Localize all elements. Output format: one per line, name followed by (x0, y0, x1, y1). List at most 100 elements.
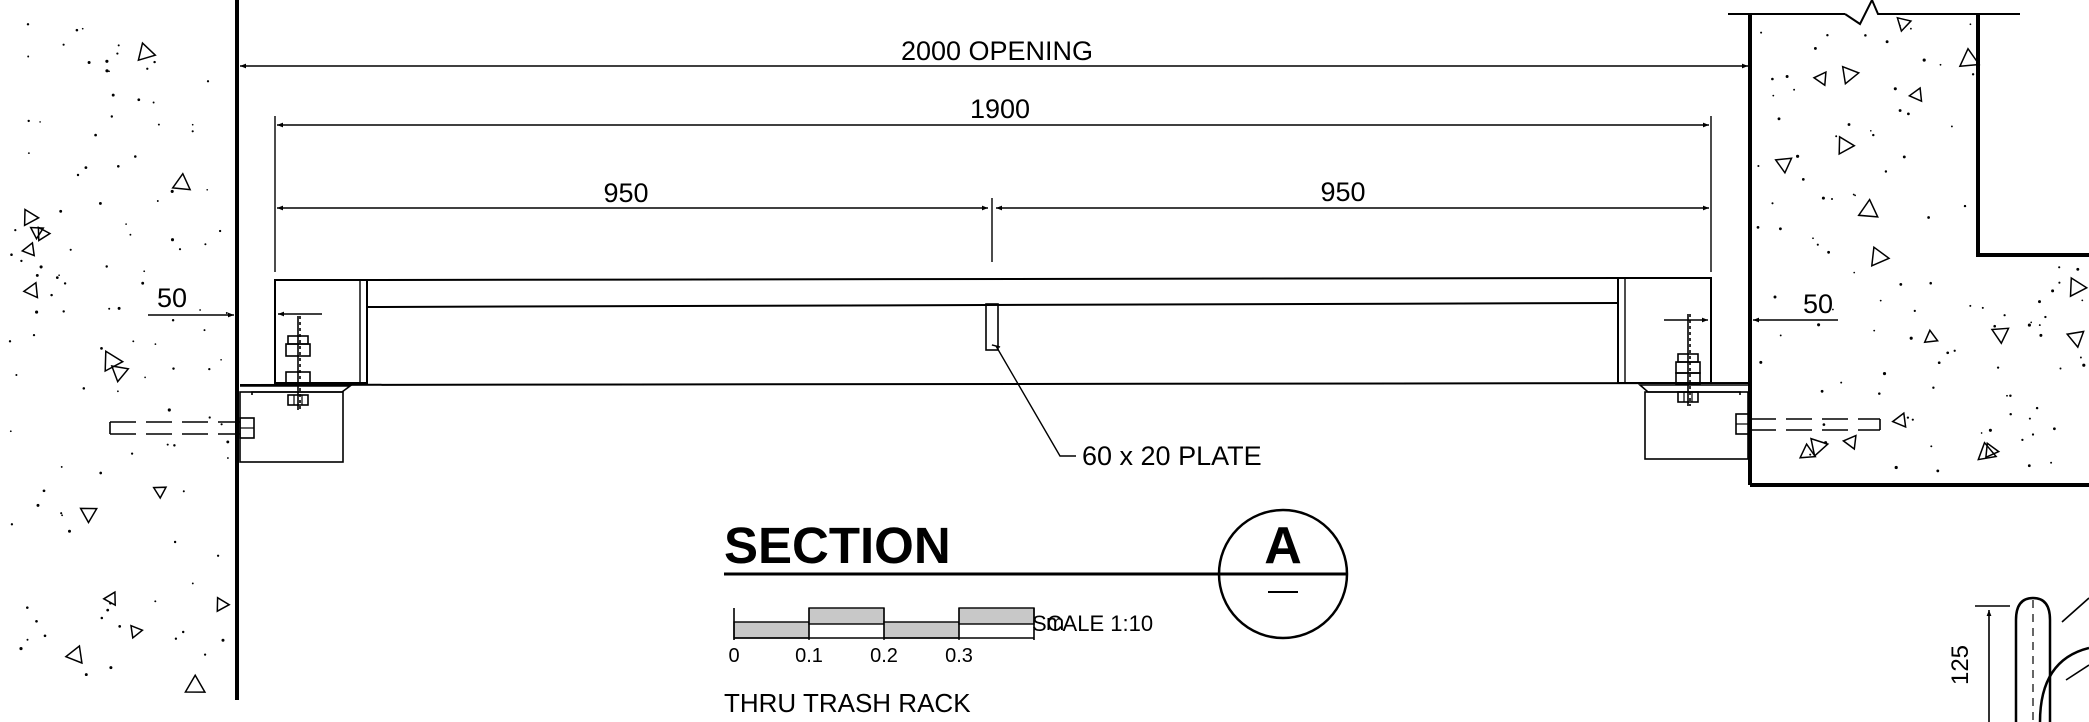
scale-bar-unit: m (1046, 610, 1064, 635)
scale-label: SCALE 1:10 (1032, 611, 1153, 636)
concrete-dot (1993, 324, 1997, 328)
concrete-dot (1777, 117, 1781, 121)
concrete-dot (19, 647, 23, 651)
concrete-dot (129, 233, 132, 236)
concrete-dot (1835, 135, 1838, 138)
concrete-dot (1816, 243, 1819, 246)
concrete-dot (39, 121, 41, 123)
concrete-dot (206, 80, 210, 83)
concrete-aggregate (1812, 70, 1827, 87)
concrete-aggregate (104, 349, 125, 373)
concrete-aggregate (1985, 441, 2001, 459)
dimension-right-gap: 50 (1664, 289, 1838, 323)
concrete-dot (1826, 34, 1829, 37)
concrete-dot (173, 444, 176, 447)
concrete-dot (118, 625, 122, 628)
concrete-dot (178, 248, 182, 251)
concrete-aggregate (1774, 157, 1793, 175)
concrete-dot (2028, 417, 2031, 420)
concrete-dot (105, 59, 109, 63)
concrete-dot (1840, 381, 1843, 384)
concrete-dot (105, 265, 108, 268)
concrete-dot (203, 329, 206, 332)
concrete-dot (69, 248, 72, 251)
dimension-right-half-label: 950 (1320, 177, 1365, 207)
concrete-dot (98, 201, 102, 205)
concrete-dot (106, 608, 110, 612)
concrete-aggregate (102, 590, 116, 607)
concrete-dot (208, 367, 211, 371)
concrete-aggregate (64, 644, 83, 665)
concrete-dot (1870, 130, 1872, 132)
concrete-dot (117, 390, 119, 393)
concrete-dot (1757, 164, 1760, 168)
concrete-aggregate (184, 673, 207, 693)
section-title: SECTION (724, 517, 951, 574)
concrete-dot (111, 93, 115, 97)
concrete-aggregate (20, 241, 36, 257)
concrete-dot (68, 529, 71, 533)
concrete-aggregate (216, 596, 231, 613)
concrete-dot (199, 309, 201, 311)
concrete-dot (116, 52, 119, 55)
concrete-dot (1969, 23, 1972, 26)
concrete-dot (166, 443, 169, 446)
concrete-dot (1827, 250, 1831, 254)
concrete-aggregate (152, 486, 168, 500)
concrete-dot (130, 452, 134, 455)
concrete-dot (110, 115, 113, 118)
concrete-aggregate (130, 624, 144, 640)
scale-tick-2: 0.2 (870, 645, 898, 667)
concrete-dot (1872, 133, 1875, 137)
concrete-dot (1910, 27, 1912, 30)
concrete-dot (146, 67, 149, 70)
concrete-dot (100, 347, 103, 350)
concrete-dot (206, 188, 209, 191)
concrete-dot (1884, 170, 1888, 173)
concrete-dot (1909, 336, 1913, 340)
partial-side-detail: 125 (1947, 596, 2089, 722)
concrete-dot (8, 340, 12, 343)
concrete-dot (2027, 323, 2031, 327)
concrete-dot (1930, 445, 1933, 448)
concrete-dot (87, 61, 91, 64)
concrete-dot (1906, 416, 1910, 419)
plate-callout-label: 60 x 20 PLATE (1082, 441, 1262, 471)
concrete-dot (1902, 155, 1906, 159)
section-marker-circle (1217, 508, 1349, 640)
concrete-dot (1927, 216, 1930, 219)
concrete-dot (1756, 226, 1760, 229)
concrete-dot (58, 274, 60, 277)
concrete-dot (26, 638, 29, 641)
concrete-dot (1911, 418, 1914, 421)
concrete-dot (1813, 46, 1817, 50)
concrete-dot (220, 358, 222, 361)
concrete-aggregate (1841, 434, 1857, 451)
right-concrete-wall (1728, 0, 2089, 487)
concrete-dot (75, 28, 79, 32)
concrete-aggregate (37, 226, 52, 242)
concrete-dot (10, 523, 14, 526)
concrete-dot (203, 653, 207, 656)
concrete-dot (1953, 349, 1956, 352)
concrete-dot (2031, 433, 2035, 436)
concrete-dot (2038, 324, 2041, 327)
concrete-dot (117, 165, 120, 168)
concrete-dot (27, 119, 30, 123)
concrete-dot (35, 619, 38, 623)
concrete-dot (42, 489, 46, 493)
concrete-dot (172, 367, 175, 370)
concrete-dot (35, 310, 39, 314)
concrete-aggregate (137, 41, 157, 62)
concrete-dot (84, 673, 88, 677)
concrete-dot (1831, 198, 1833, 200)
dimension-halves: 950 950 (277, 177, 1709, 262)
concrete-dot (10, 253, 13, 256)
concrete-dot (1898, 109, 1902, 112)
dimension-inner-width-label: 1900 (970, 94, 1030, 124)
concrete-dot (152, 101, 155, 104)
concrete-dot (39, 265, 43, 269)
concrete-dot (204, 243, 207, 246)
concrete-dot (141, 281, 145, 285)
